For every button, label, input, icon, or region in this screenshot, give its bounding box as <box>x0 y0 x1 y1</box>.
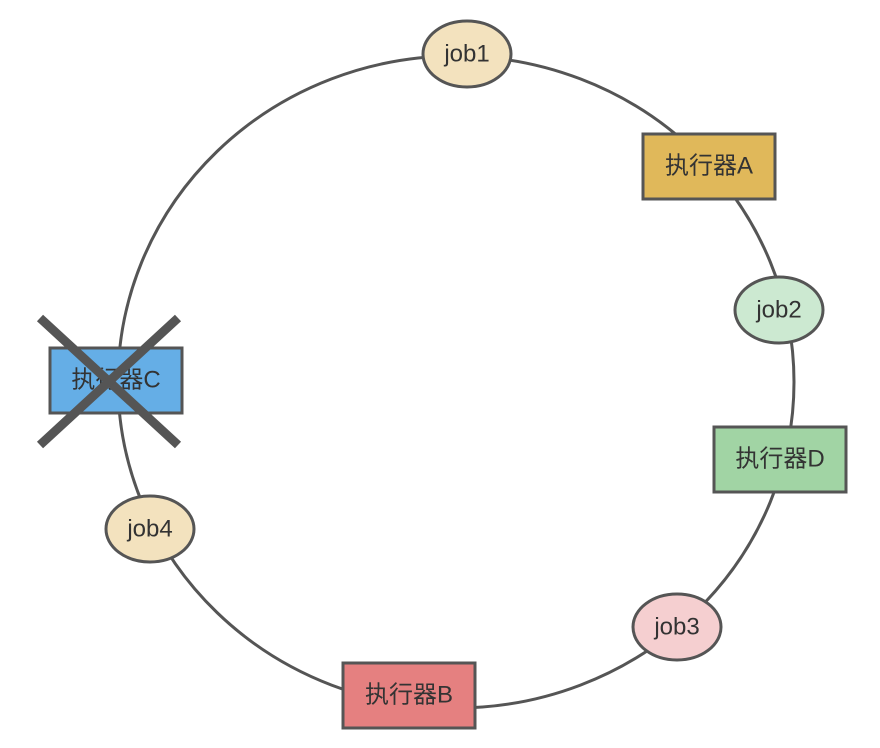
job2-label: job2 <box>755 297 801 324</box>
job1-label: job1 <box>443 41 489 68</box>
executor-node-d: 执行器D <box>712 425 848 494</box>
executor-c-box <box>48 346 184 415</box>
job3-shape <box>631 592 723 662</box>
executor-node-c: 执行器C <box>36 314 184 449</box>
executor-b-box <box>341 661 477 730</box>
job-node-job3: job3 <box>631 592 723 662</box>
job-node-job2: job2 <box>733 275 825 345</box>
x-mark-icon <box>36 314 182 449</box>
job4-shape <box>104 494 196 564</box>
job-node-job1: job1 <box>421 19 513 89</box>
executor-node-a: 执行器A <box>641 132 777 201</box>
job1-shape <box>421 19 513 89</box>
executor-a-box <box>641 132 777 201</box>
job3-label: job3 <box>653 614 699 641</box>
executor-a-label: 执行器A <box>665 153 753 180</box>
job-node-job4: job4 <box>104 494 196 564</box>
job2-shape <box>733 275 825 345</box>
job4-label: job4 <box>126 516 172 543</box>
executor-node-b: 执行器B <box>341 661 477 730</box>
executor-d-box <box>712 425 848 494</box>
executor-b-label: 执行器B <box>365 682 453 709</box>
executor-d-label: 执行器D <box>735 446 824 473</box>
